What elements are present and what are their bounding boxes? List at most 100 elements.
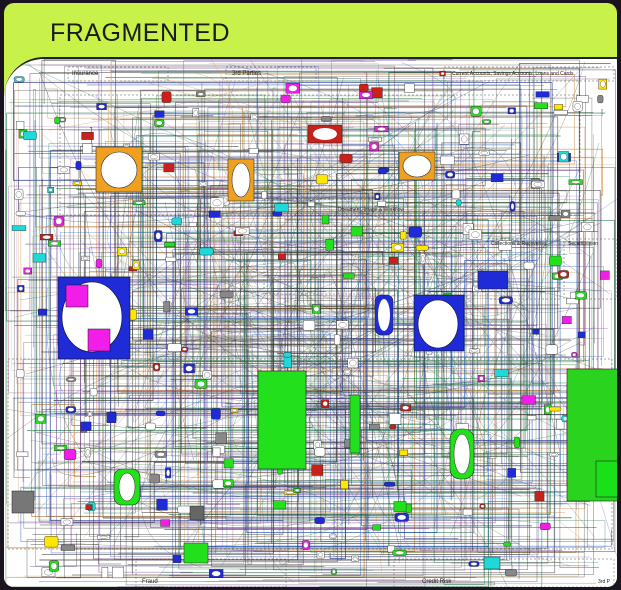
- system-node: [177, 505, 192, 514]
- label-securitisation: Securitisation: [568, 241, 598, 247]
- system-node: [65, 406, 77, 414]
- region-box: [67, 66, 169, 82]
- block-orange-1: [95, 146, 143, 193]
- system-node: [556, 419, 565, 430]
- connection-line: [9, 102, 288, 565]
- label-fraud: Fraud: [142, 579, 158, 585]
- system-node: [455, 199, 462, 206]
- system-node: [343, 272, 355, 279]
- label-document: Document, Image & Workflow: [338, 207, 404, 213]
- connection-curve: [222, 187, 536, 554]
- block-blue-oval-2: [477, 270, 509, 290]
- system-node: [32, 253, 47, 263]
- connection-line: [39, 392, 538, 582]
- connection-curve: [207, 348, 507, 353]
- connection-line: [43, 59, 453, 104]
- system-node: [498, 240, 512, 251]
- connection-curve: [234, 211, 475, 381]
- connection-curve: [131, 207, 350, 325]
- label-credit-risk: Credit Risk: [422, 579, 452, 585]
- label-insurance: Insurance: [72, 71, 99, 77]
- connection-curve: [33, 427, 435, 457]
- connection-line: [32, 499, 284, 535]
- connection-curve: [48, 72, 274, 131]
- diagram-frame: FRAGMENTED: [4, 3, 617, 587]
- system-node: [329, 533, 337, 540]
- connection-line: [401, 378, 614, 540]
- system-node: [248, 147, 259, 154]
- connection-line: [22, 241, 463, 483]
- system-node: [250, 113, 258, 121]
- system-node: [208, 569, 224, 578]
- system-node: [462, 223, 474, 235]
- connection-line: [310, 101, 599, 563]
- architecture-diagram: Insurance 3rd Parties Current Accounts, …: [4, 57, 617, 587]
- system-node: [35, 414, 47, 424]
- system-node: [393, 501, 407, 513]
- connection-line: [74, 452, 548, 549]
- system-node: [325, 239, 334, 251]
- system-node: [534, 102, 549, 109]
- connection-line: [183, 60, 512, 321]
- system-node: [23, 131, 37, 140]
- connection-line: [465, 147, 513, 218]
- system-node: [82, 143, 93, 155]
- connection-curve: [477, 166, 581, 452]
- system-node: [57, 166, 70, 174]
- label-collections: Collections & Recoveries: [491, 241, 547, 247]
- system-node: [66, 377, 77, 382]
- connection-line: [173, 253, 447, 560]
- system-node: [439, 71, 446, 77]
- connection-line: [104, 297, 601, 492]
- system-node: [561, 316, 572, 324]
- system-node: [273, 500, 287, 510]
- connection-line: [169, 255, 424, 577]
- connection-line: [143, 259, 446, 426]
- connection-line: [53, 115, 214, 401]
- connection-line: [228, 266, 308, 333]
- system-node: [171, 217, 182, 226]
- system-node: [477, 375, 485, 382]
- connection-line: [250, 311, 410, 349]
- connection-line: [52, 213, 324, 394]
- system-node: [316, 174, 329, 185]
- connection-line: [511, 123, 534, 223]
- connection-curve: [320, 105, 505, 196]
- system-node: [132, 260, 141, 270]
- system-node: [154, 451, 167, 458]
- system-node: [548, 215, 561, 222]
- connection-line: [263, 492, 550, 519]
- system-node: [321, 214, 330, 225]
- block-green-pill-1: [449, 428, 475, 480]
- system-node: [400, 404, 412, 412]
- label-current-accounts: Current Accounts, Savings Accounts, Loan…: [452, 71, 574, 77]
- connection-curve: [251, 112, 390, 568]
- system-node: [468, 229, 482, 240]
- connection-line: [79, 165, 549, 564]
- connection-line: [83, 320, 389, 430]
- connection-line: [86, 84, 521, 155]
- system-node: [163, 301, 171, 313]
- system-node: [598, 78, 608, 90]
- connection-curve: [362, 114, 556, 414]
- system-node: [81, 255, 90, 262]
- connection-line: [333, 401, 502, 557]
- connection-line: [149, 126, 586, 513]
- region-box: [225, 66, 317, 82]
- system-node: [369, 423, 380, 431]
- connection-line: [71, 72, 368, 426]
- connection-curve: [177, 209, 380, 543]
- connection-line: [543, 155, 599, 232]
- system-node: [535, 91, 550, 98]
- system-node: [571, 352, 578, 358]
- system-node: [95, 258, 103, 268]
- system-node: [230, 408, 239, 413]
- system-node: [53, 215, 65, 227]
- connection-curve: [82, 408, 451, 479]
- system-node: [509, 201, 516, 212]
- system-node: [554, 104, 564, 110]
- connection-line: [58, 106, 355, 128]
- block-grey-2: [189, 505, 205, 521]
- system-node: [154, 119, 165, 127]
- system-node: [339, 153, 353, 163]
